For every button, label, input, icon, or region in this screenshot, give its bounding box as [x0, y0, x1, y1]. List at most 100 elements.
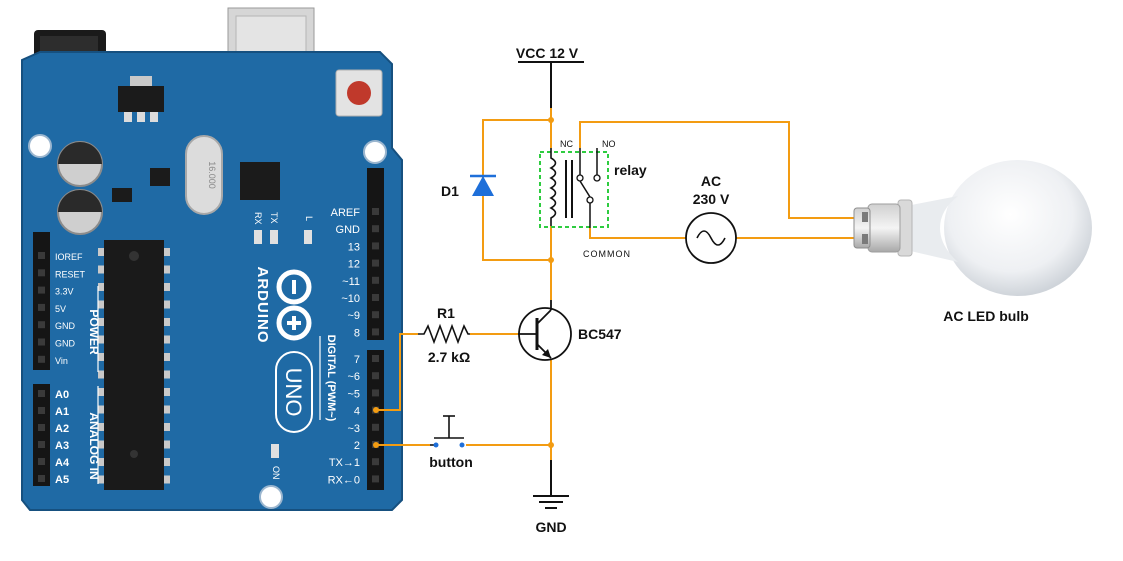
header-pin[interactable] [38, 355, 45, 363]
digital-pin-label: ~10 [341, 293, 360, 305]
header-pin[interactable] [372, 311, 379, 319]
led-on [271, 444, 279, 458]
header-pin[interactable] [38, 407, 45, 414]
power-pin-label: Vin [55, 356, 68, 366]
header-pin[interactable] [372, 242, 379, 250]
relay-common-label: COMMON [583, 249, 631, 259]
arduino-logo [276, 269, 312, 341]
chip-leg [98, 335, 104, 344]
chip-leg [164, 458, 170, 466]
header-pin[interactable] [38, 441, 45, 448]
crystal-label: 16.000 [207, 161, 217, 189]
header-pin[interactable] [38, 338, 45, 346]
header-pin[interactable] [372, 372, 379, 380]
header-pin[interactable] [38, 269, 45, 277]
led-on-label: ON [271, 466, 281, 480]
led-tx-label: TX [269, 212, 279, 224]
mount-hole [363, 140, 387, 164]
analog-pin-label: A0 [55, 389, 69, 401]
chip-leg [98, 283, 104, 291]
chip-leg [98, 405, 104, 414]
power-pin-label: IOREF [55, 252, 83, 262]
analog-title: ANALOG IN [87, 412, 101, 479]
header-pin[interactable] [372, 225, 379, 233]
mount-hole [28, 134, 52, 158]
chip-leg [164, 300, 170, 309]
header-pin[interactable] [38, 475, 45, 482]
ac-source [685, 212, 737, 264]
chip-leg [98, 248, 104, 256]
power-pin-label: GND [55, 339, 76, 349]
resistor-name: R1 [437, 305, 455, 321]
chip-leg [164, 440, 170, 449]
header-pin[interactable] [372, 208, 379, 215]
chip-leg [164, 248, 170, 256]
header-pin[interactable] [372, 458, 379, 466]
push-button[interactable] [430, 415, 465, 448]
chip-leg [98, 300, 104, 309]
analog-pin-label: A2 [55, 423, 69, 435]
analog-pin-label: A5 [55, 474, 69, 486]
digital-pin-label: ~9 [347, 310, 360, 322]
chip-leg [98, 370, 104, 379]
header-pin[interactable] [372, 423, 379, 431]
digital-pin-label: ~6 [347, 371, 360, 383]
transistor-bc547 [518, 300, 572, 361]
header-pin[interactable] [372, 475, 379, 483]
header-pin[interactable] [372, 328, 379, 336]
button-label: button [429, 454, 473, 470]
power-pin-label: GND [55, 321, 76, 331]
digital-pin-label: ~3 [347, 423, 360, 435]
led-bulb [853, 160, 1092, 296]
chip-leg [164, 283, 170, 291]
digital-pin-label: 4 [354, 406, 360, 418]
digital-pin-label: 12 [348, 259, 360, 271]
relay-nc-label: NC [560, 139, 573, 149]
led-l [304, 230, 312, 244]
header-pin[interactable] [38, 321, 45, 329]
header-pin[interactable] [38, 252, 45, 259]
ac-label: AC [701, 173, 721, 189]
digital-title: DIGITAL (PWM~) [325, 335, 337, 422]
power-pin-label: 5V [55, 304, 66, 314]
crystal-oscillator [185, 135, 223, 215]
diode-d1 [470, 174, 496, 205]
chip-leg [98, 423, 104, 431]
chip-leg [98, 458, 104, 466]
capacitor [57, 141, 103, 187]
resistor-value: 2.7 kΩ [428, 349, 470, 365]
analog-pin-label: A4 [55, 457, 70, 469]
ac-voltage-label: 230 V [693, 191, 730, 207]
header-pin[interactable] [38, 390, 45, 397]
gnd-label: GND [535, 519, 566, 535]
header-pin[interactable] [38, 458, 45, 465]
digital-pin-label: TX→1 [329, 457, 360, 469]
chip-leg [164, 353, 170, 361]
relay-label: relay [614, 162, 647, 178]
header-pin[interactable] [38, 424, 45, 431]
header-pin[interactable] [372, 276, 379, 284]
header-pin[interactable] [372, 259, 379, 267]
header-pin[interactable] [38, 286, 45, 294]
digital-pin-label: 7 [354, 354, 360, 366]
header-pin[interactable] [372, 389, 379, 397]
arduino-board: 16.000 IOREFRESET3.3V5VGNDGNDVinA0A1A2A3… [21, 7, 403, 511]
analog-pin-label: A3 [55, 440, 69, 452]
chip-leg [164, 423, 170, 431]
led-tx [270, 230, 278, 244]
bulb-label: AC LED bulb [943, 308, 1029, 324]
voltage-regulator [118, 86, 164, 112]
led-l-label: L [304, 216, 314, 221]
vcc-label: VCC 12 V [516, 45, 579, 61]
header-pin[interactable] [38, 303, 45, 311]
digital-pin-label: 2 [354, 440, 360, 452]
diode-label: D1 [441, 183, 459, 199]
header-pin[interactable] [372, 355, 379, 362]
chip-leg [98, 353, 104, 361]
power-title: POWER [87, 309, 101, 355]
capacitor [57, 189, 103, 235]
ground-symbol [533, 460, 569, 509]
digital-pin-label: AREF [331, 207, 361, 219]
header-pin[interactable] [372, 294, 379, 301]
